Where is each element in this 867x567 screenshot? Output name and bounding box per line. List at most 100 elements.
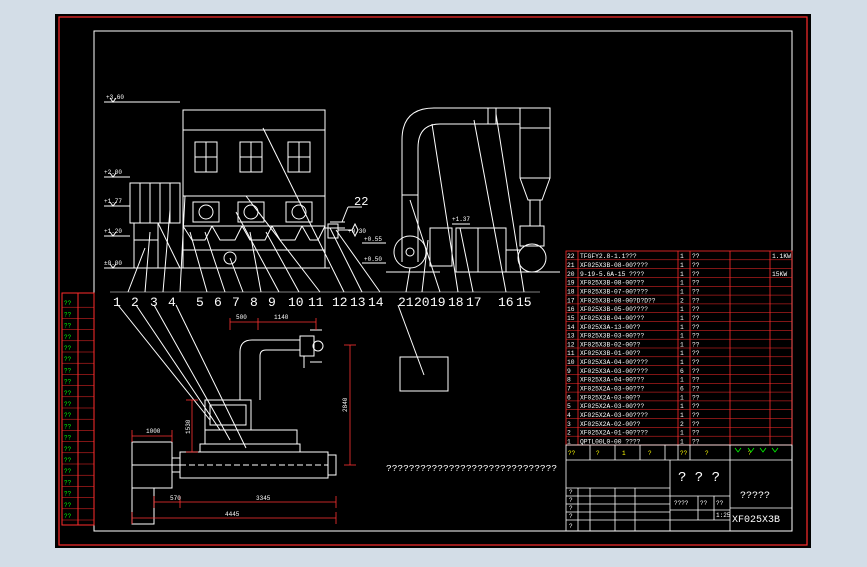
parts-cell-code: XF025X2A-03-00???? (580, 412, 648, 419)
strip-label: ?? (64, 300, 72, 307)
dimension-label: 4445 (225, 511, 240, 518)
parts-cell-no: 17 (567, 297, 575, 304)
parts-cell-mat: ?? (692, 421, 700, 428)
strip-label: ?? (64, 479, 72, 486)
parts-cell-no: 3 (567, 421, 571, 428)
header-cell: ? (648, 450, 652, 457)
dimension-label: 570 (170, 495, 181, 502)
header-cell: ? (705, 450, 709, 457)
parts-cell-mat: ?? (692, 324, 700, 331)
parts-cell-mat: ?? (692, 403, 700, 410)
part-callout: 8 (250, 295, 258, 310)
parts-cell-code: XF025X2A-03-00?? (580, 394, 641, 401)
parts-cell-qty: 1 (680, 359, 684, 366)
strip-label: ?? (64, 401, 72, 408)
strip-label: ?? (64, 379, 72, 386)
dimension-label: 3345 (256, 495, 271, 502)
parts-cell-qty: 1 (680, 377, 684, 384)
parts-cell-mat: ?? (692, 333, 700, 340)
title-row-label: ? (569, 489, 573, 496)
part-callout: 12 (332, 295, 348, 310)
parts-cell-note: 15KW (772, 271, 787, 278)
elevation-label: +2.00 (104, 169, 122, 176)
parts-cell-mat: ?? (692, 297, 700, 304)
part-callout: 22 (354, 195, 368, 209)
strip-label: ?? (64, 423, 72, 430)
dimension-label: 2840 (342, 397, 349, 412)
parts-cell-code: XF025X3A-13-00?? (580, 324, 641, 331)
part-callout: 19 (430, 295, 446, 310)
elevation-label: +3.60 (106, 94, 124, 101)
part-callout: 21 (398, 295, 414, 310)
title-row-label: ? (569, 505, 573, 512)
parts-cell-mat: ?? (692, 262, 700, 269)
parts-cell-code: TFGFY2.8-1.1??? (580, 253, 637, 260)
title-block-rows: ????? (569, 489, 573, 530)
parts-cell-mat: ?? (692, 438, 700, 445)
dryer-elevation-view (104, 97, 560, 293)
parts-cell-no: 7 (567, 385, 571, 392)
strip-label: ?? (64, 323, 72, 330)
part-callout: 6 (214, 295, 222, 310)
strip-label: ?? (64, 457, 72, 464)
strip-label: ?? (64, 491, 72, 498)
strip-label: ?? (64, 446, 72, 453)
parts-cell-code: XF025X2A-02-00?? (580, 421, 641, 428)
parts-cell-qty: 1 (680, 394, 684, 401)
dimension-label: 1140 (274, 314, 289, 321)
part-callout: 5 (196, 295, 204, 310)
drawing-number: XF025X3B (732, 515, 780, 526)
parts-cell-qty: 1 (680, 280, 684, 287)
title-cell: ?? (716, 500, 724, 507)
part-callout: 13 (350, 295, 366, 310)
strip-label: ?? (64, 367, 72, 374)
part-callout: 11 (308, 295, 324, 310)
elevation-label: +0.30 (348, 228, 366, 235)
strip-label: ?? (64, 513, 72, 520)
parts-cell-qty: 1 (680, 288, 684, 295)
strip-label: ?? (64, 334, 72, 341)
parts-cell-code: XF025X2A-03-00??? (580, 385, 644, 392)
strip-label: ?? (64, 390, 72, 397)
parts-cell-qty: 2 (680, 297, 684, 304)
part-callout: 16 (498, 295, 514, 310)
header-cell: ? (748, 450, 752, 457)
part-callout: 9 (268, 295, 276, 310)
elevation-label: +0.55 (364, 236, 382, 243)
parts-cell-no: 8 (567, 377, 571, 384)
part-callout: 18 (448, 295, 464, 310)
header-cell: ?? (680, 450, 688, 457)
parts-cell-qty: 1 (680, 333, 684, 340)
parts-cell-code: XF025X3A-03-00???? (580, 368, 648, 375)
parts-cell-code: XF025X3B-08-00???? (580, 262, 648, 269)
parts-cell-qty: 1 (680, 262, 684, 269)
company-name: ????? (740, 491, 770, 502)
part-callout: 10 (288, 295, 304, 310)
parts-cell-no: 13 (567, 333, 575, 340)
parts-cell-qty: 1 (680, 430, 684, 437)
parts-cell-mat: ?? (692, 350, 700, 357)
title-cell: ???? (674, 500, 689, 507)
part-callout: 14 (368, 295, 384, 310)
parts-cell-mat: ?? (692, 412, 700, 419)
title-cell: ?? (700, 500, 708, 507)
parts-cell-qty: 1 (680, 306, 684, 313)
parts-cell-qty: 1 (680, 412, 684, 419)
parts-cell-mat: ?? (692, 288, 700, 295)
parts-cell-qty: 1 (680, 350, 684, 357)
parts-cell-no: 1 (567, 438, 571, 445)
